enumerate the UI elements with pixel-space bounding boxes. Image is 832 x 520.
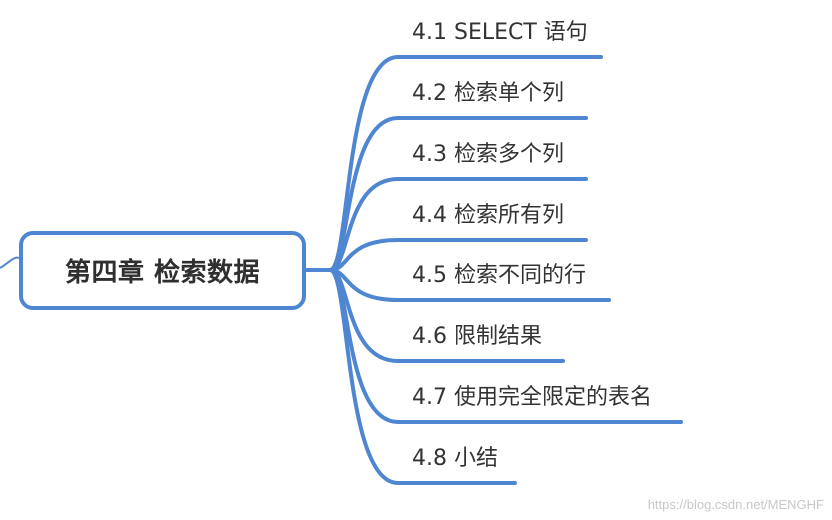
root-node[interactable]: 第四章 检索数据: [19, 231, 306, 310]
parent-link-fragment: [0, 256, 20, 269]
branch-4-4[interactable]: 4.4 检索所有列: [412, 203, 564, 228]
root-node-label: 第四章 检索数据: [64, 258, 261, 288]
branch-4-1[interactable]: 4.1 SELECT 语句: [412, 20, 588, 45]
branch-4-3[interactable]: 4.3 检索多个列: [412, 142, 564, 167]
branch-connector-3: [328, 177, 588, 272]
branch-4-6[interactable]: 4.6 限制结果: [412, 324, 542, 349]
branch-4-8[interactable]: 4.8 小结: [412, 446, 498, 471]
branch-lines: [328, 55, 683, 485]
branch-4-5[interactable]: 4.5 检索不同的行: [412, 263, 586, 288]
branch-4-2[interactable]: 4.2 检索单个列: [412, 81, 564, 106]
branch-connector-8: [328, 268, 517, 485]
branch-4-7[interactable]: 4.7 使用完全限定的表名: [412, 385, 652, 410]
watermark: https://blog.csdn.net/MENGHF: [647, 497, 824, 512]
branch-connector-4: [328, 238, 588, 272]
